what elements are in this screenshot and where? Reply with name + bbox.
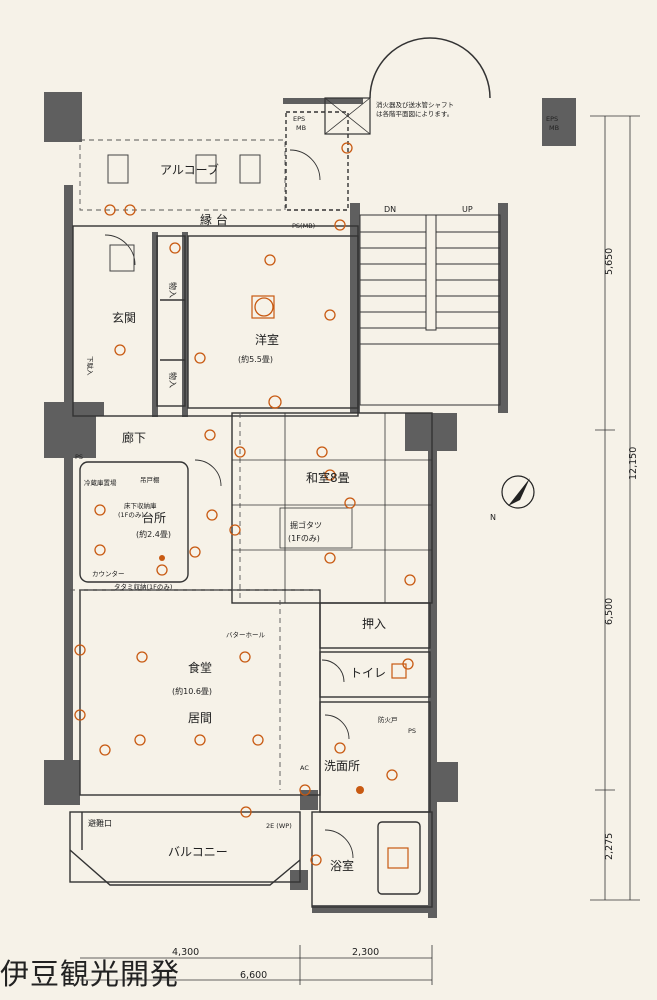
dim-4300: 4,300 [172, 947, 199, 958]
label-fire-note-1: 消火器及び送水管シャフト [376, 100, 454, 109]
label-fridge: 冷蔵庫置場 [84, 478, 117, 487]
label-oshiire: 押入 [362, 617, 386, 631]
heater-dot [159, 555, 165, 561]
label-bath: 浴室 [330, 858, 354, 873]
dim-12150: 12,150 [628, 447, 639, 480]
compass-icon: N [490, 475, 535, 522]
label-stairs-dn: DN [384, 205, 396, 214]
label-stairs-up: UP [462, 205, 473, 214]
brand-watermark: 伊豆観光開発 [0, 957, 180, 991]
label-eps-left-2: MB [296, 124, 306, 132]
label-storage-2: 物入 [168, 372, 178, 388]
label-ps-bath: PS [408, 727, 416, 735]
label-dining: 食堂 [188, 660, 212, 675]
label-kotatsu-note: (1Fのみ) [288, 534, 320, 543]
compass-label: N [490, 513, 496, 522]
door-swings [104, 149, 354, 859]
label-fire-door: 防火戸 [378, 715, 398, 724]
fixture-boxes [251, 295, 409, 869]
label-cupboard: 吊戸棚 [140, 475, 160, 484]
dim-2275: 2,275 [604, 833, 615, 860]
label-wp: 2E (WP) [266, 822, 292, 830]
label-balcony: バルコニー [168, 845, 228, 859]
label-entrance: 玄関 [112, 310, 136, 325]
gas-meter-dot [356, 786, 364, 794]
dim-6600: 6,600 [240, 970, 267, 981]
label-floor-storage-note: (1Fのみ) [118, 511, 144, 519]
label-dining-size: (約10.6畳) [172, 686, 212, 696]
label-washroom: 洗面所 [324, 759, 360, 773]
label-tatami-storage: タタミ収納(1Fのみ) [114, 582, 172, 591]
staircase [359, 214, 501, 406]
label-alcove: アルコーブ [160, 162, 219, 177]
label-western-size: (約5.5畳) [238, 354, 273, 364]
label-ps-kitchen: PS [75, 453, 83, 461]
label-kitchen: 台所 [142, 510, 166, 525]
label-ac: AC [300, 764, 309, 772]
electrical-fixtures [74, 142, 416, 866]
label-fire-note-2: は各階平面図によります。 [376, 109, 453, 118]
alcove-fixtures [107, 154, 261, 272]
label-japanese-room: 和室8畳 [306, 470, 350, 485]
label-ps-mb: PS(MB) [292, 222, 315, 230]
label-floor-storage: 床下収納庫 [124, 501, 157, 510]
fire-shaft-arc [369, 37, 491, 99]
dashed-guides [70, 139, 320, 790]
label-kotatsu: 掘ゴタツ [290, 520, 322, 530]
label-eps-right-1: EPS [546, 115, 558, 123]
label-eps-right-2: MB [549, 124, 559, 132]
label-evacuation: 避難口 [88, 818, 112, 828]
dim-2300: 2,300 [352, 947, 379, 958]
label-counter: カウンター [92, 569, 125, 578]
label-corridor: 廊下 [122, 430, 146, 445]
label-toilet: トイレ [350, 666, 386, 680]
label-storage-1: 物入 [168, 282, 178, 298]
partition-lines [69, 111, 433, 908]
label-western-room: 洋室 [255, 332, 279, 347]
label-eps-left-1: EPS [293, 115, 305, 123]
fire-shaft-box [324, 97, 371, 135]
dimension-lines [80, 115, 640, 985]
label-kitchen-size: (約2.4畳) [136, 529, 171, 539]
label-engawa: 縁 台 [200, 212, 228, 227]
tatami-grid [232, 413, 432, 603]
label-living: 居間 [188, 711, 212, 725]
label-geta: 下駄入 [86, 356, 95, 376]
label-butter-hole: バターホール [226, 630, 266, 639]
dim-5650: 5,650 [604, 248, 615, 275]
dim-6500: 6,500 [604, 598, 615, 625]
